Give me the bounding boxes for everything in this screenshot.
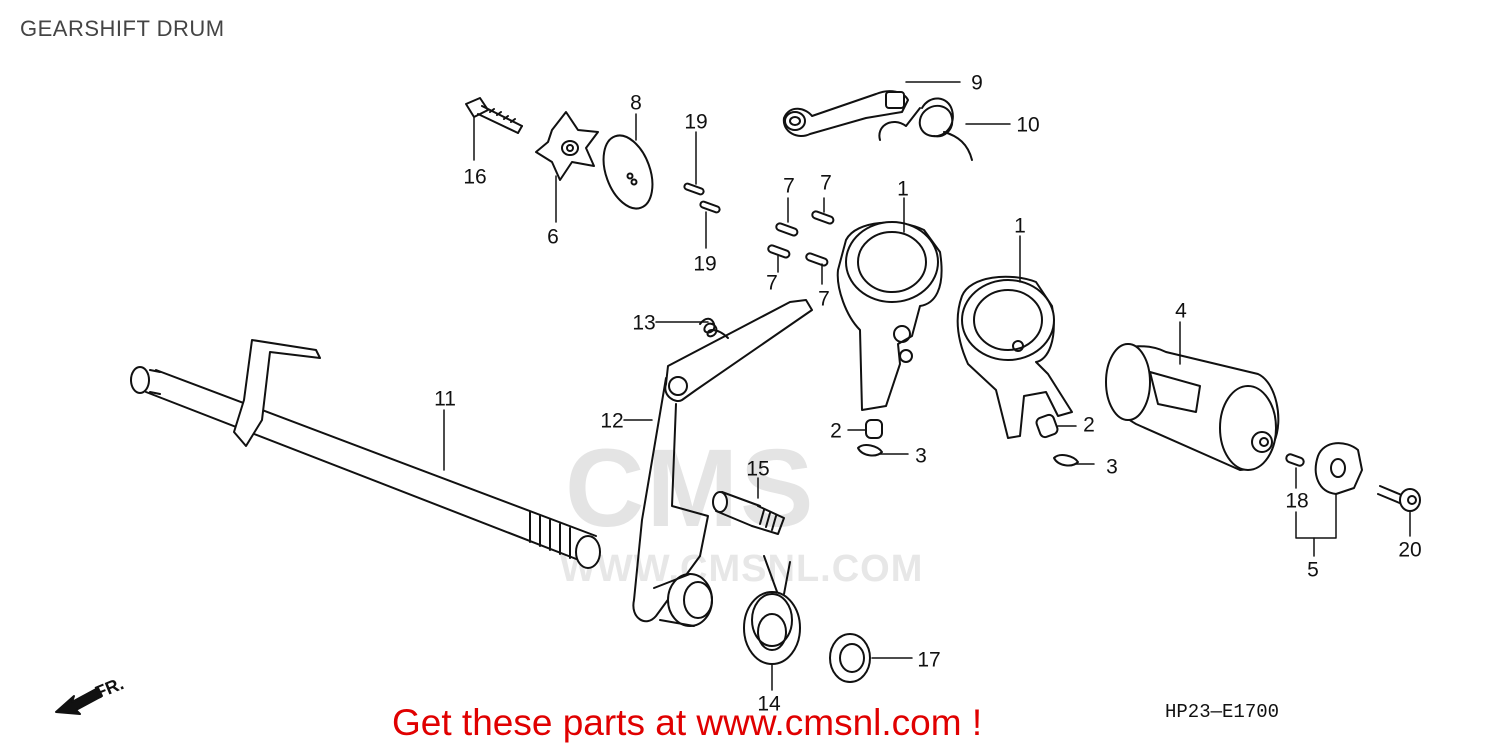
callout-20: 20 [1398, 538, 1422, 562]
part-19-pins [683, 182, 721, 214]
callout-8: 8 [630, 91, 642, 115]
part-6-plate [535, 111, 599, 181]
callout-3-a: 3 [915, 444, 927, 468]
callout-11: 11 [434, 387, 456, 411]
part-14-spring [743, 555, 801, 665]
callout-16: 16 [463, 165, 487, 189]
part-4-drum [1105, 343, 1280, 471]
part-7-pins [767, 210, 835, 267]
diagram-title: GEARSHIFT DRUM [20, 16, 225, 41]
callout-6: 6 [547, 225, 559, 249]
watermark-url: WWW.CMSNL.COM [560, 548, 924, 590]
part-15-stud [712, 491, 785, 535]
part-10-spring [878, 97, 973, 161]
part-8-disc [602, 134, 654, 210]
part-3-clips [857, 444, 1079, 467]
callout-2-b: 2 [1083, 413, 1095, 437]
leader-lines [443, 81, 1411, 691]
part-9-arm [782, 90, 909, 137]
callout-4: 4 [1175, 299, 1187, 323]
callout-7-c: 7 [766, 271, 778, 295]
part-5-plate [1314, 442, 1363, 495]
callout-19-bottom: 19 [693, 252, 717, 276]
callout-14: 14 [757, 692, 781, 716]
callout-18: 18 [1285, 489, 1309, 513]
callout-7-b: 7 [820, 171, 832, 195]
part-12-arm [632, 299, 813, 627]
callout-15: 15 [746, 457, 770, 481]
part-13-spring [699, 317, 729, 339]
part-20-bolt [1377, 485, 1421, 512]
part-16-bolt [465, 97, 523, 134]
callout-5: 5 [1307, 558, 1319, 582]
part-1-fork-b [956, 275, 1073, 439]
part-2-rollers [865, 413, 1059, 439]
diagram-reference-code: HP23—E1700 [1165, 701, 1280, 723]
part-17-seal [829, 633, 871, 683]
callout-1-a: 1 [897, 177, 909, 201]
part-1-fork-a [836, 221, 943, 411]
callout-3-b: 3 [1106, 455, 1118, 479]
front-direction-arrow [55, 687, 103, 715]
callout-10: 10 [1016, 113, 1040, 137]
part-18-pin [1285, 453, 1305, 467]
callout-17: 17 [917, 648, 941, 672]
part-11-shaft [130, 339, 601, 569]
callout-19-top: 19 [684, 110, 708, 134]
callout-13: 13 [632, 311, 656, 335]
callout-1-b: 1 [1014, 214, 1026, 238]
callout-12: 12 [600, 409, 624, 433]
callout-7-d: 7 [818, 287, 830, 311]
callout-2-a: 2 [830, 419, 842, 443]
callout-7-a: 7 [783, 174, 795, 198]
footer-parts-link[interactable]: Get these parts at www.cmsnl.com ! [392, 702, 983, 743]
callout-9: 9 [971, 71, 983, 95]
